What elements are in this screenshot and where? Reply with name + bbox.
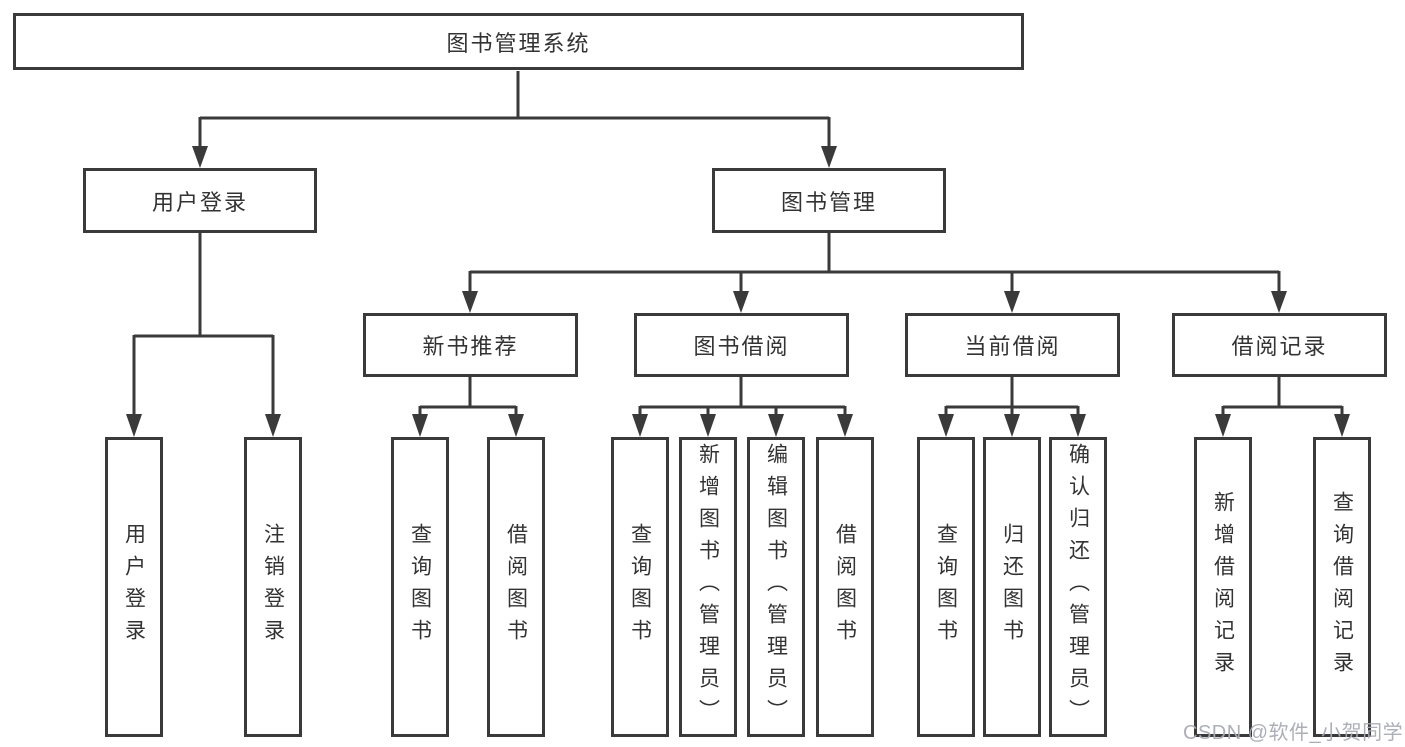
leaf-user-login: 用户登录 <box>105 437 163 737</box>
connector-borrow-to-leaves <box>638 377 847 418</box>
node-user-login: 用户登录 <box>83 168 317 233</box>
arrowhead-icon <box>1004 414 1020 437</box>
arrowhead-icon <box>632 414 648 437</box>
node-book-management-label: 图书管理 <box>780 189 877 215</box>
node-book-management: 图书管理 <box>712 168 946 233</box>
leaf-query-books-recommend: 查询图书 <box>391 437 449 737</box>
node-borrowing-records-label: 借阅记录 <box>1231 334 1328 359</box>
arrowhead-icon <box>412 414 428 437</box>
leaf-borrow-books-recommend-label: 借阅图书 <box>504 523 528 651</box>
leaf-add-book-admin: 新增图书（管理员） <box>679 437 737 737</box>
arrowhead-icon <box>733 291 749 313</box>
arrowhead-icon <box>837 414 853 437</box>
leaf-borrow-books-borrowing-label: 借阅图书 <box>833 523 857 651</box>
arrowhead-icon <box>1004 291 1020 313</box>
arrowhead-icon <box>768 414 784 437</box>
leaf-logout-label: 注销登录 <box>261 523 285 651</box>
connector-bookmgmt-to-level3 <box>468 233 1281 294</box>
leaf-query-borrow-record: 查询借阅记录 <box>1313 437 1371 737</box>
arrowhead-icon <box>1215 414 1231 437</box>
arrowhead-icon <box>508 414 524 437</box>
leaf-add-borrow-record: 新增借阅记录 <box>1194 437 1252 737</box>
arrowhead-icon <box>126 414 142 437</box>
arrowhead-icon <box>1271 291 1287 313</box>
node-user-login-label: 用户登录 <box>151 189 248 215</box>
leaf-query-books-recommend-label: 查询图书 <box>408 523 432 651</box>
arrowhead-icon <box>1070 414 1086 437</box>
node-new-book-recommend: 新书推荐 <box>363 313 578 377</box>
connector-userlogin-to-leaves <box>132 233 275 418</box>
arrowhead-icon <box>265 414 281 437</box>
leaf-edit-book-admin: 编辑图书（管理员） <box>747 437 805 737</box>
node-book-borrowing-label: 图书借阅 <box>693 334 790 359</box>
leaf-logout: 注销登录 <box>244 437 302 737</box>
leaf-borrow-books-borrowing: 借阅图书 <box>816 437 874 737</box>
leaf-confirm-return-admin: 确认归还（管理员） <box>1049 437 1107 737</box>
leaf-confirm-return-admin-label: 确认归还（管理员） <box>1066 443 1090 731</box>
leaf-return-book: 归还图书 <box>983 437 1041 737</box>
node-new-book-recommend-label: 新书推荐 <box>422 334 519 359</box>
leaf-query-books-borrowing-label: 查询图书 <box>628 523 652 651</box>
node-root: 图书管理系统 <box>13 13 1024 70</box>
arrowhead-icon <box>821 146 837 168</box>
leaf-query-books-current-label: 查询图书 <box>934 523 958 651</box>
connector-records-to-leaves <box>1221 377 1344 418</box>
connector-current-to-leaves <box>944 377 1080 418</box>
leaf-edit-book-admin-label: 编辑图书（管理员） <box>764 443 788 731</box>
node-current-borrowing: 当前借阅 <box>905 313 1120 377</box>
node-book-borrowing: 图书借阅 <box>634 313 849 377</box>
connector-root-to-level2 <box>198 71 831 150</box>
node-root-label: 图书管理系统 <box>446 30 591 56</box>
arrowhead-icon <box>462 291 478 313</box>
leaf-query-books-borrowing: 查询图书 <box>611 437 669 737</box>
node-borrowing-records: 借阅记录 <box>1172 313 1387 377</box>
leaf-query-borrow-record-label: 查询借阅记录 <box>1330 491 1354 683</box>
node-current-borrowing-label: 当前借阅 <box>964 334 1061 359</box>
arrowhead-icon <box>938 414 954 437</box>
leaf-query-books-current: 查询图书 <box>917 437 975 737</box>
leaf-add-borrow-record-label: 新增借阅记录 <box>1211 491 1235 683</box>
leaf-add-book-admin-label: 新增图书（管理员） <box>696 443 720 731</box>
leaf-borrow-books-recommend: 借阅图书 <box>487 437 545 737</box>
connector-recommend-to-leaves <box>418 377 518 418</box>
leaf-return-book-label: 归还图书 <box>1000 523 1024 651</box>
watermark: CSDN @软件_小贺同学 <box>1183 722 1404 744</box>
arrowhead-icon <box>192 146 208 168</box>
leaf-user-login-label: 用户登录 <box>122 523 146 651</box>
arrowhead-icon <box>700 414 716 437</box>
arrowhead-icon <box>1334 414 1350 437</box>
